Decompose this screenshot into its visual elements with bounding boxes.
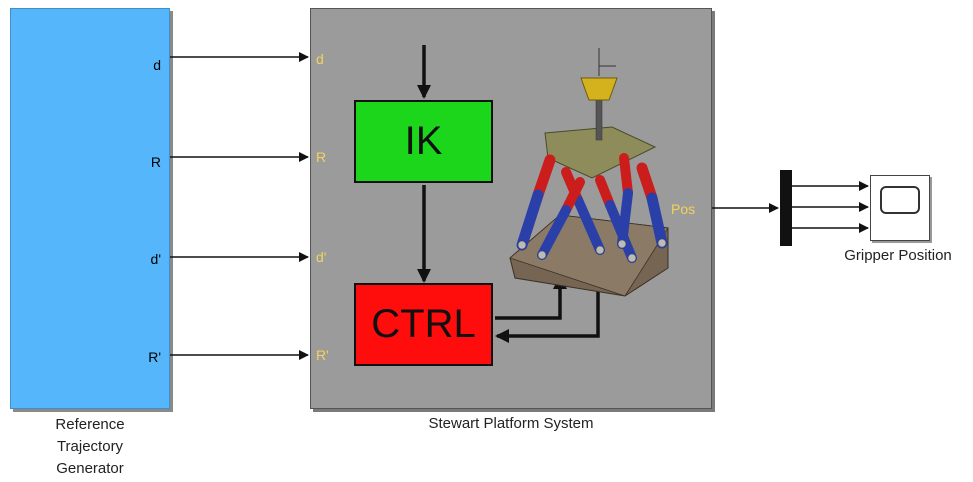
leg-6-red: [561, 177, 585, 215]
ref-port-r: R: [150, 154, 161, 170]
arrow-ctrl-to-platform: [495, 275, 567, 320]
leg-1-blue: [516, 189, 544, 251]
joint: [595, 245, 605, 255]
reference-block-caption: Reference Trajectory Generator: [55, 416, 125, 477]
joint: [657, 238, 667, 248]
leg-5-blue: [605, 200, 637, 263]
leg-6-blue: [537, 205, 571, 260]
stewart-block-caption: Stewart Platform System: [428, 415, 594, 432]
ref-port-d: d: [153, 57, 161, 73]
platform-shaft: [595, 97, 603, 141]
scope-caption: Gripper Position: [844, 247, 952, 264]
stewart-platform-illustration: [509, 48, 669, 297]
mux-block[interactable]: [780, 170, 792, 246]
sps-in-port-r-dot: R': [316, 347, 329, 363]
joint: [517, 240, 527, 250]
ref-port-d-dot: d': [150, 251, 161, 267]
leg-2-blue: [573, 195, 605, 255]
gripper-part: [580, 77, 618, 101]
leg-3-red: [619, 153, 633, 198]
leg-4-blue: [646, 192, 668, 249]
reference-trajectory-block[interactable]: d R d' R': [10, 8, 170, 409]
sps-in-port-d: d: [316, 51, 324, 67]
sps-in-port-d-dot: d': [316, 249, 327, 265]
sps-in-port-r: R: [316, 149, 327, 165]
joint: [617, 239, 627, 249]
ik-label: IK: [404, 119, 443, 163]
joint: [537, 250, 547, 260]
ctrl-label: CTRL: [371, 302, 476, 346]
sps-out-port-pos: Pos: [671, 201, 696, 217]
scope-screen-icon: [880, 186, 920, 214]
ik-block[interactable]: IK: [354, 100, 493, 183]
leg-1-red: [532, 154, 556, 201]
arrow-platform-to-ctrl: [495, 286, 600, 343]
scope-block[interactable]: [870, 175, 930, 241]
ref-port-r-dot: R': [148, 349, 161, 365]
joint: [627, 253, 637, 263]
ctrl-block[interactable]: CTRL: [354, 283, 493, 366]
